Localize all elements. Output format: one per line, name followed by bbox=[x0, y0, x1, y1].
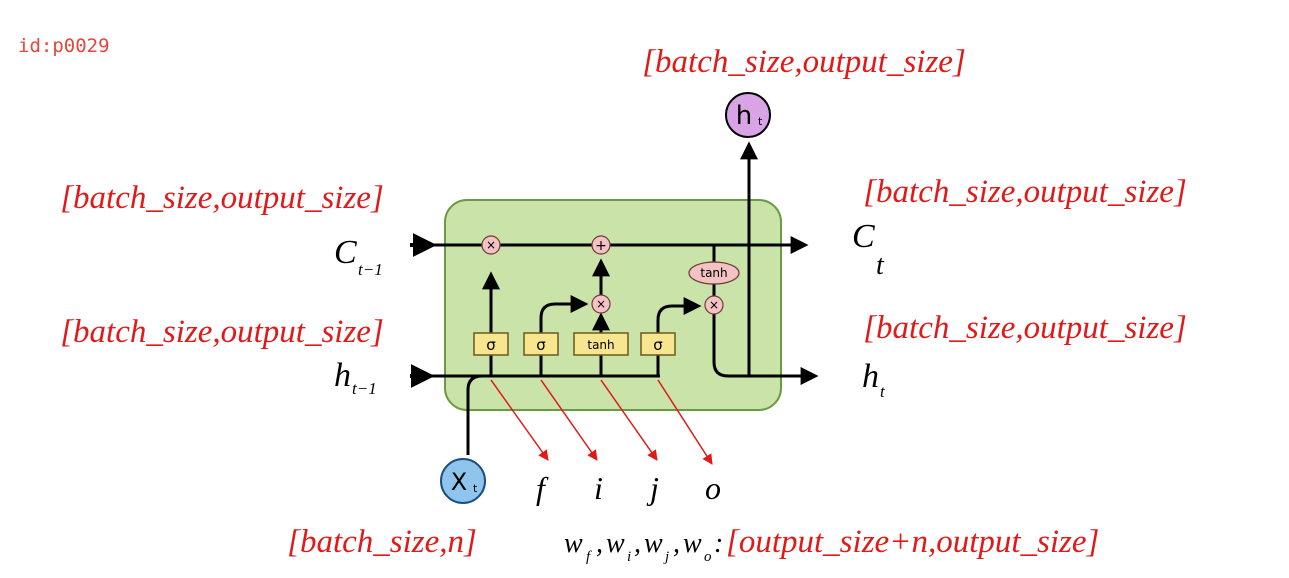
red-arrow-f bbox=[490, 379, 549, 461]
gate-output-i: i bbox=[594, 470, 603, 506]
input-multiply-op: × bbox=[591, 294, 611, 314]
svg-text::: : bbox=[714, 528, 723, 559]
ht-output-node: h t bbox=[725, 92, 771, 138]
svg-text:w: w bbox=[606, 528, 625, 559]
svg-text:w: w bbox=[683, 528, 702, 559]
svg-text:h: h bbox=[736, 101, 752, 131]
svg-text:t−1: t−1 bbox=[358, 260, 383, 279]
xt-shape: [batch_size,n] bbox=[287, 524, 477, 560]
c-next-label: C t bbox=[852, 218, 885, 281]
svg-text:i: i bbox=[627, 549, 631, 565]
svg-text:X: X bbox=[451, 468, 467, 496]
ht-top-shape: [batch_size,output_size] bbox=[642, 44, 966, 80]
svg-text:,: , bbox=[634, 528, 641, 559]
lstm-cell-box bbox=[444, 199, 782, 411]
svg-text:×: × bbox=[486, 238, 496, 252]
candidate-tanh-gate: tanh bbox=[573, 332, 629, 356]
svg-text:×: × bbox=[709, 298, 719, 312]
svg-text:t: t bbox=[758, 115, 763, 128]
svg-text:t: t bbox=[876, 250, 885, 281]
h-prev-label: h t−1 bbox=[334, 357, 377, 398]
gate-output-f: f bbox=[536, 470, 549, 506]
svg-text:h: h bbox=[334, 357, 351, 394]
candidate-gate-label: tanh bbox=[587, 338, 614, 352]
svg-text:t: t bbox=[473, 482, 478, 495]
svg-text:w: w bbox=[564, 528, 583, 559]
svg-text:t: t bbox=[880, 382, 886, 401]
red-arrow-o bbox=[657, 379, 713, 465]
svg-text:+: + bbox=[595, 238, 607, 254]
svg-text:tanh: tanh bbox=[700, 266, 727, 280]
svg-text:,: , bbox=[673, 528, 680, 559]
output-gate-sigma: σ bbox=[640, 332, 676, 356]
ct-out-shape: [batch_size,output_size] bbox=[863, 174, 1187, 210]
gate-output-o: o bbox=[705, 470, 721, 506]
ht-in-shape: [batch_size,output_size] bbox=[60, 314, 384, 350]
forget-gate-sigma: σ bbox=[473, 332, 509, 356]
mul3-to-ht-line bbox=[712, 314, 819, 385]
input-gate-label: σ bbox=[536, 336, 546, 354]
svg-text:j: j bbox=[663, 549, 669, 565]
c-prev-label: C t−1 bbox=[334, 234, 383, 279]
svg-text:o: o bbox=[704, 549, 712, 565]
svg-text:h: h bbox=[862, 358, 879, 395]
h-next-label: h t bbox=[862, 358, 886, 401]
svg-text:t−1: t−1 bbox=[352, 379, 377, 398]
svg-text:f: f bbox=[586, 549, 592, 565]
output-multiply-op: × bbox=[704, 295, 724, 315]
forget-multiply-op: × bbox=[481, 235, 501, 255]
svg-text:[output_size+n,output_size]: [output_size+n,output_size] bbox=[726, 524, 1099, 560]
svg-text:C: C bbox=[334, 234, 357, 271]
input-gate-sigma: σ bbox=[523, 332, 559, 356]
ct-in-shape: [batch_size,output_size] bbox=[60, 180, 384, 216]
red-arrow-i bbox=[540, 379, 598, 461]
tanh-op: tanh bbox=[688, 261, 740, 285]
weights-shape-annotation: w f , w i , w j , w o : [output_size+n,o… bbox=[564, 524, 1099, 565]
svg-text:×: × bbox=[596, 297, 606, 311]
cell-add-op: + bbox=[591, 235, 611, 255]
ht-out-shape: [batch_size,output_size] bbox=[863, 310, 1187, 346]
xt-input-line bbox=[466, 374, 483, 455]
gate-output-j: j bbox=[646, 470, 659, 506]
input-gate-line bbox=[539, 295, 589, 376]
page-id-label: id:p0029 bbox=[18, 35, 110, 57]
svg-text:w: w bbox=[644, 528, 663, 559]
output-gate-line bbox=[656, 297, 702, 376]
output-gate-label: σ bbox=[653, 336, 663, 354]
xt-input-node: X t bbox=[440, 458, 486, 504]
svg-text:,: , bbox=[596, 528, 603, 559]
svg-text:C: C bbox=[852, 218, 875, 255]
red-arrow-j bbox=[600, 379, 658, 461]
forget-gate-label: σ bbox=[486, 336, 496, 354]
